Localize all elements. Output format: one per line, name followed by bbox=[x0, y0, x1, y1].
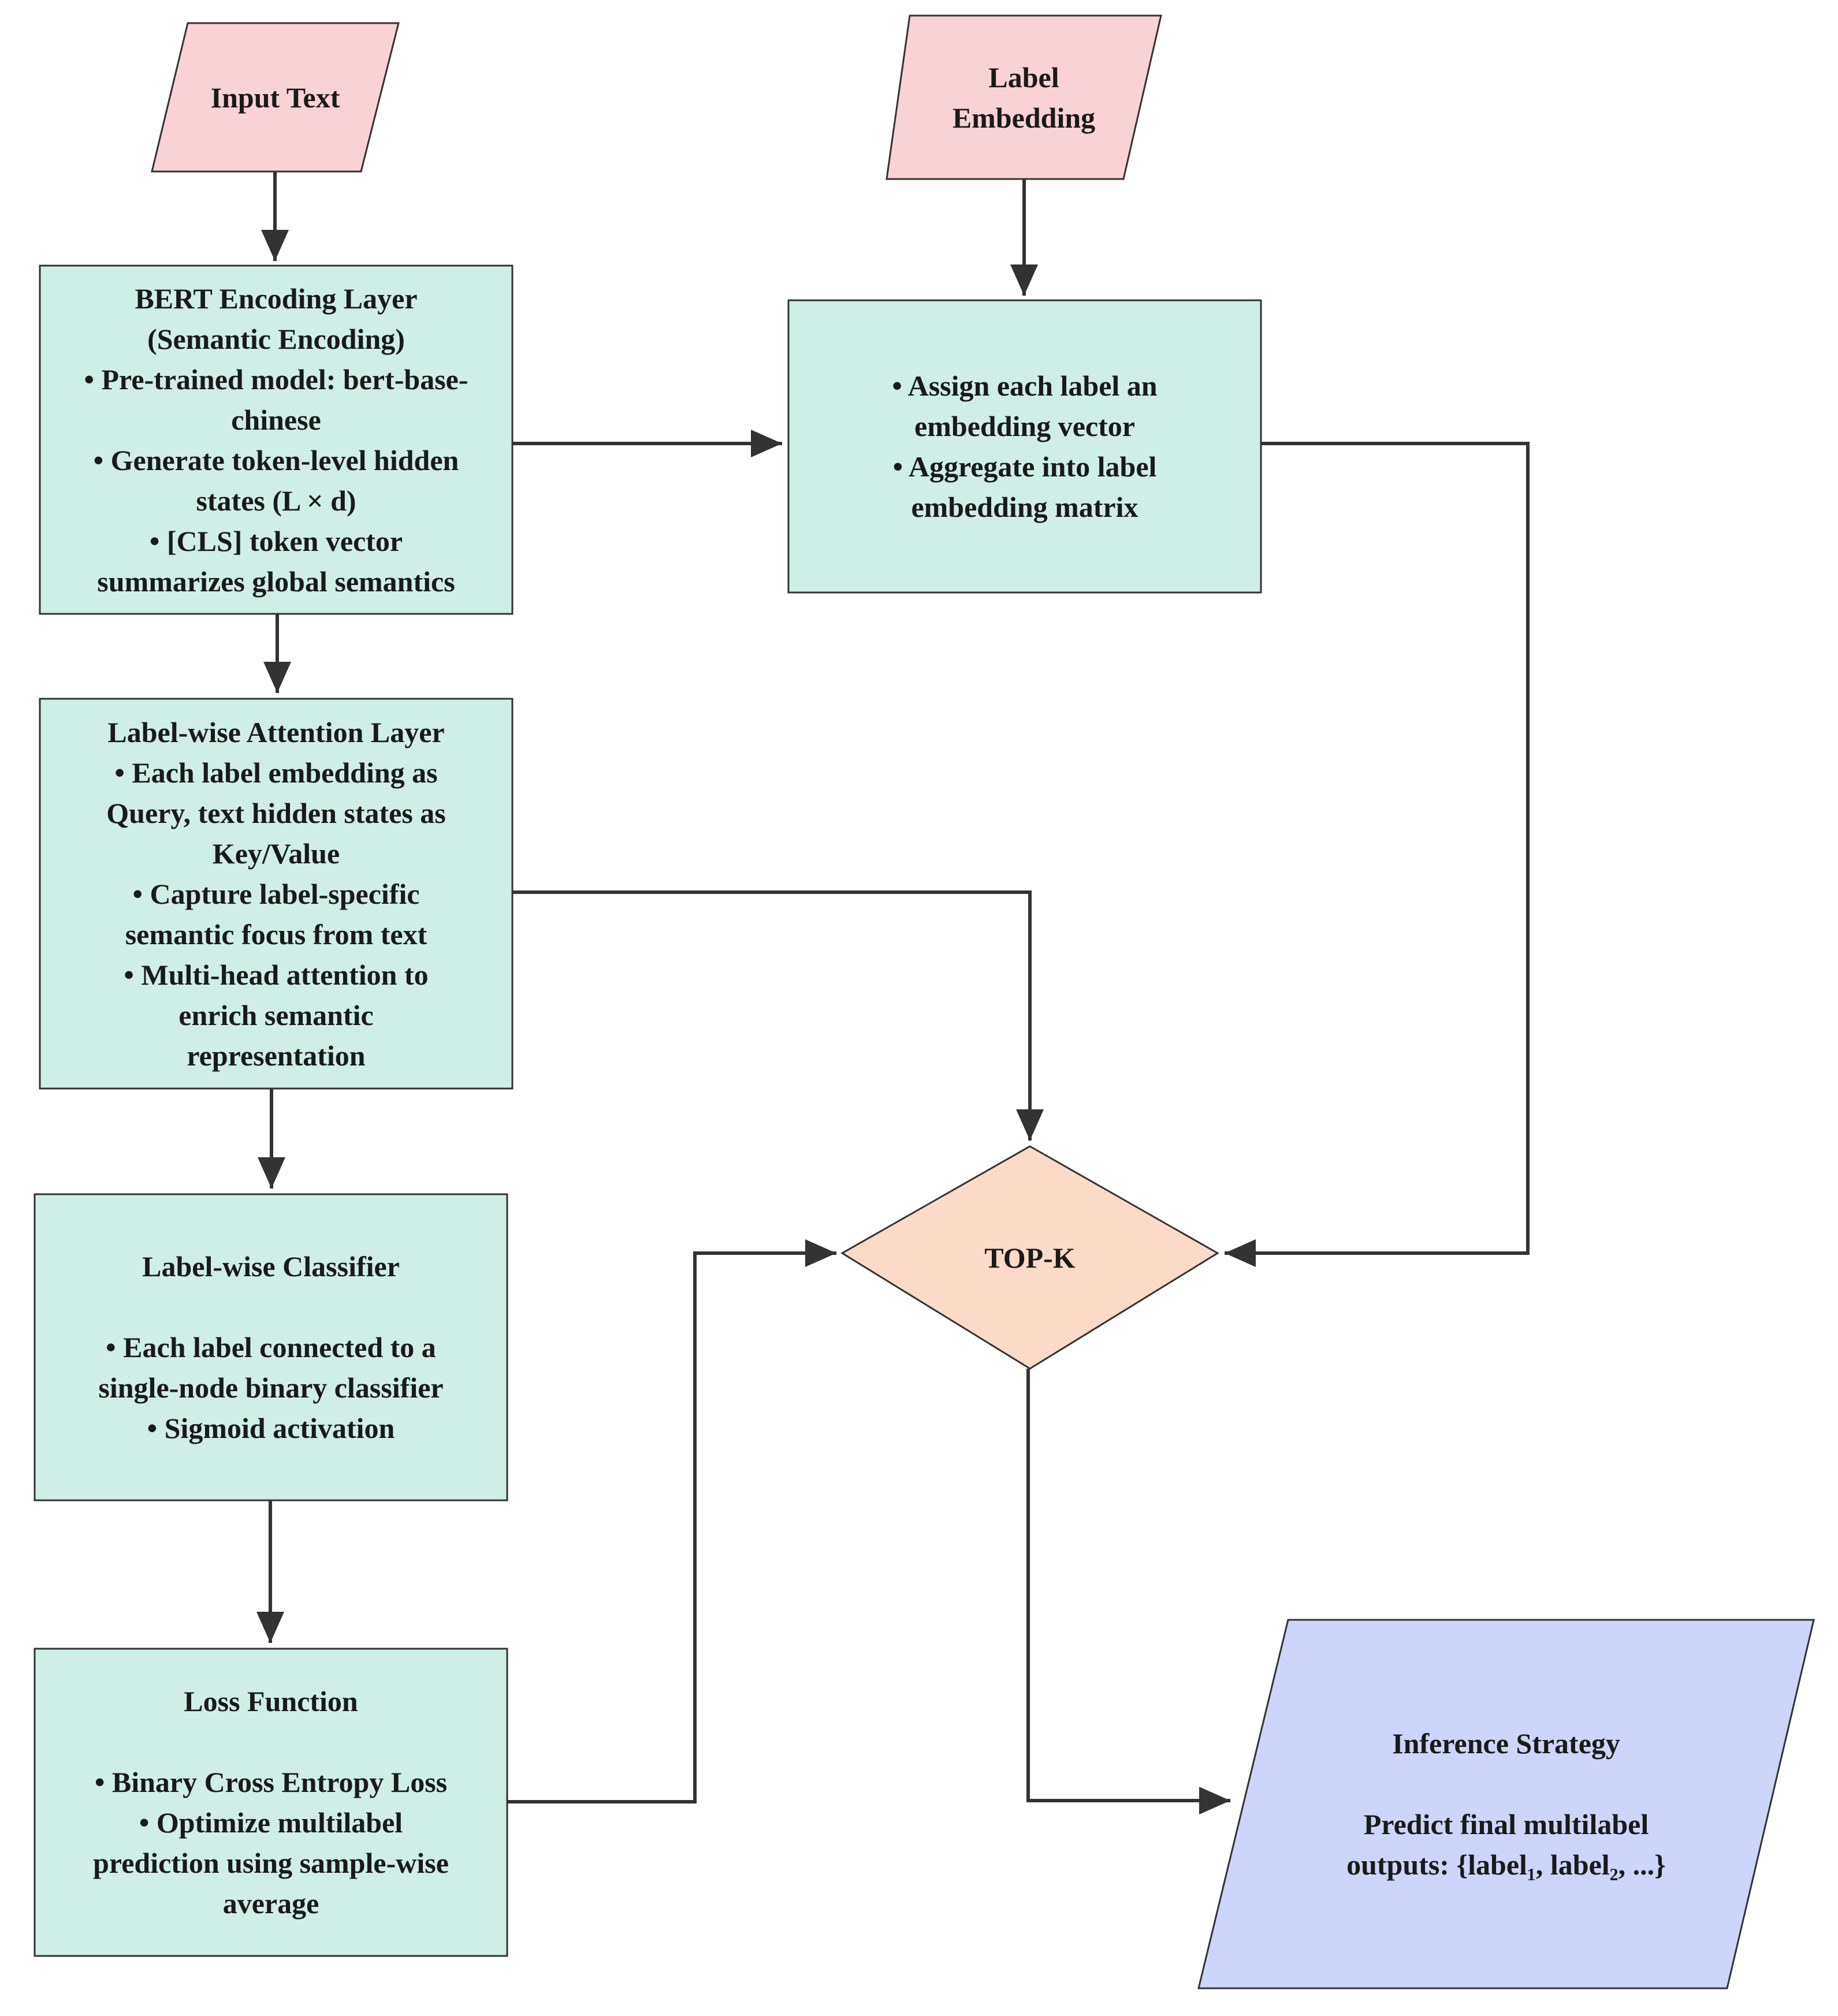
loss-function-node: Loss Function • Binary Cross Entropy Loss… bbox=[35, 1649, 507, 1956]
loss-function-line: Loss Function bbox=[184, 1685, 358, 1717]
label-attention-shape bbox=[39, 698, 514, 1090]
label-embedding-box-line: • Assign each label an bbox=[892, 370, 1158, 402]
label-classifier-line: Label-wise Classifier bbox=[142, 1250, 400, 1283]
top-k-node: TOP-K bbox=[842, 1146, 1218, 1369]
loss-function-line: prediction using sample-wise bbox=[93, 1847, 449, 1879]
label-classifier-line: single-node binary classifier bbox=[98, 1372, 444, 1404]
label-classifier-line: • Each label connected to a bbox=[106, 1331, 436, 1363]
input-text-node: Input Text bbox=[152, 23, 399, 172]
loss-function-line: • Optimize multilabel bbox=[139, 1806, 403, 1839]
arrow-labelemb-to-topk bbox=[1225, 442, 1530, 1267]
label-classifier-line: • Sigmoid activation bbox=[147, 1412, 395, 1444]
label-embedding-box-line: • Aggregate into label bbox=[892, 450, 1157, 483]
label-attention-line: representation bbox=[187, 1039, 366, 1072]
bert-encoding-line: chinese bbox=[231, 403, 321, 436]
label-attention-line: • Multi-head attention to bbox=[124, 958, 429, 991]
label-embedding-input-line: Embedding bbox=[952, 101, 1096, 134]
bert-encoding-line: • Generate token-level hidden bbox=[93, 444, 459, 476]
label-embedding-box-line: embedding vector bbox=[914, 410, 1135, 442]
input-text-line: Input Text bbox=[210, 81, 340, 114]
label-classifier-node: Label-wise Classifier • Each label connec… bbox=[35, 1194, 507, 1500]
label-embedding-box-shape bbox=[787, 299, 1262, 594]
inference-shape bbox=[1197, 1619, 1815, 1989]
bert-encoding-line: (Semantic Encoding) bbox=[147, 322, 405, 355]
label-attention-node: Label-wise Attention Layer • Each label e… bbox=[40, 699, 512, 1089]
label-embedding-input-shape bbox=[885, 14, 1162, 180]
loss-function-line: • Binary Cross Entropy Loss bbox=[94, 1766, 448, 1798]
bert-encoding-line: states (L × d) bbox=[196, 484, 356, 517]
arrow-loss-to-topk bbox=[507, 1239, 836, 1803]
label-attention-line: Label-wise Attention Layer bbox=[107, 716, 445, 748]
input-text-shape bbox=[151, 22, 400, 173]
label-embedding-input-line: Label bbox=[988, 61, 1059, 94]
label-attention-line: enrich semantic bbox=[178, 998, 374, 1031]
arrow-topk-to-inference bbox=[1026, 1369, 1230, 1814]
bert-encoding-line: summarizes global semantics bbox=[97, 565, 455, 598]
label-attention-line: Query, text hidden states as bbox=[106, 796, 446, 829]
loss-function-line: average bbox=[222, 1887, 319, 1920]
label-embedding-box-line: embedding matrix bbox=[911, 491, 1138, 523]
inference-line: Predict final multilabel bbox=[1363, 1808, 1649, 1840]
label-attention-line: • Each label embedding as bbox=[114, 756, 438, 789]
loss-function-shape bbox=[34, 1648, 508, 1957]
arrow-attention-to-topk bbox=[512, 890, 1044, 1141]
bert-encoding-line: BERT Encoding Layer bbox=[135, 282, 418, 315]
bert-encoding-shape bbox=[39, 264, 514, 615]
label-classifier-shape bbox=[34, 1193, 508, 1501]
bert-encoding-line: • [CLS] token vector bbox=[149, 524, 403, 557]
bert-encoding-line: • Pre-trained model: bert-base- bbox=[84, 363, 468, 396]
inference-line: outputs: {label₁, label₂, ...} bbox=[1346, 1849, 1666, 1881]
top-k-line: TOP-K bbox=[984, 1241, 1076, 1274]
label-attention-line: Key/Value bbox=[212, 837, 340, 870]
bert-encoding-node: BERT Encoding Layer (Semantic Encoding) • … bbox=[40, 266, 512, 614]
inference-line: Inference Strategy bbox=[1392, 1727, 1620, 1760]
label-attention-line: semantic focus from text bbox=[125, 918, 427, 951]
label-embedding-box-node: • Assign each label an embedding vector • … bbox=[788, 300, 1261, 592]
label-attention-line: • Capture label-specific bbox=[132, 877, 420, 910]
